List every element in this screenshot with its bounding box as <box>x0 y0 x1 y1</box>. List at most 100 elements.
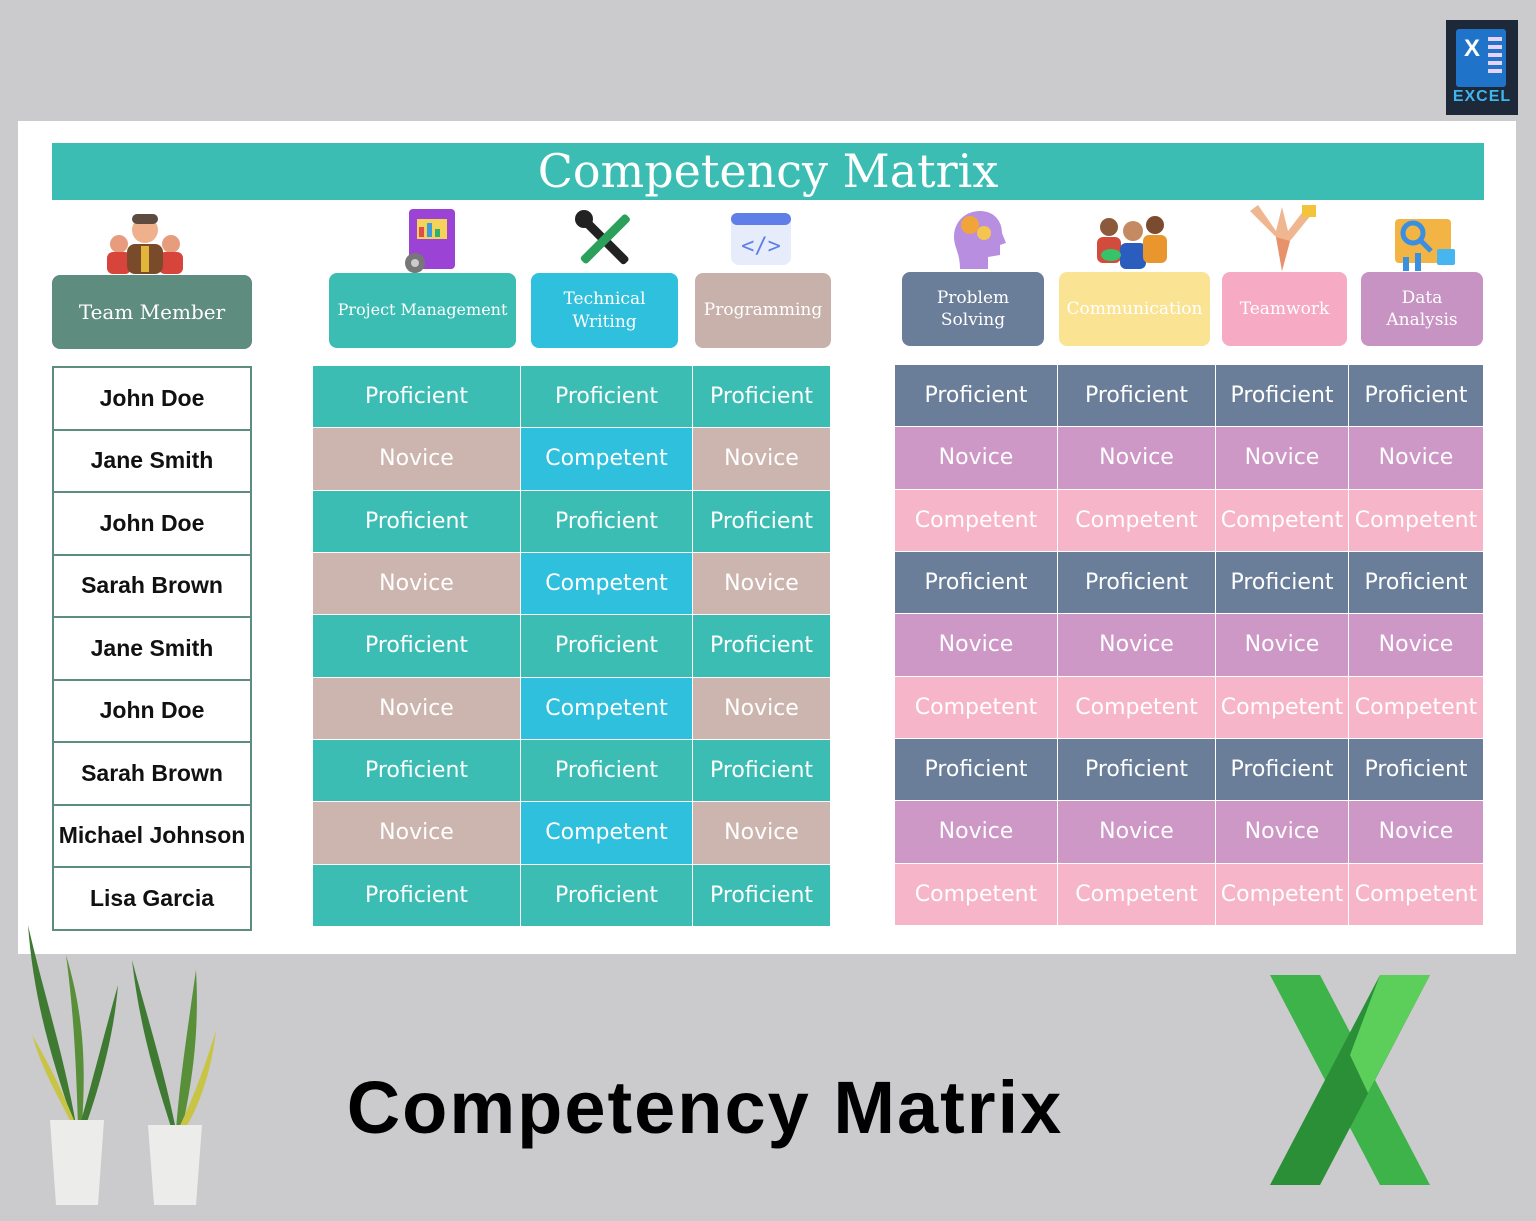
competency-cell[interactable]: Competent <box>1349 676 1484 739</box>
competency-cell[interactable]: Proficient <box>521 864 693 927</box>
document-chart-icon <box>390 205 470 287</box>
competency-cell[interactable]: Novice <box>895 614 1058 677</box>
competency-cell[interactable]: Novice <box>313 428 521 491</box>
competency-cell[interactable]: Proficient <box>1349 365 1484 428</box>
excel-badge: X EXCEL <box>1446 20 1518 115</box>
excel-badge-label: EXCEL <box>1452 88 1512 105</box>
competency-cell[interactable]: Proficient <box>895 738 1058 802</box>
competency-cell[interactable]: Proficient <box>895 365 1058 428</box>
competency-cell[interactable]: Proficient <box>521 615 693 678</box>
excel-x-logo-icon <box>1250 965 1450 1195</box>
competency-cell[interactable]: Novice <box>693 552 831 616</box>
competency-cell[interactable]: Competent <box>1216 863 1349 926</box>
bottom-title: Competency Matrix <box>346 1066 1064 1149</box>
competency-cell[interactable]: Proficient <box>693 366 831 429</box>
competency-cell[interactable]: Proficient <box>1216 551 1349 615</box>
competency-cell[interactable]: Proficient <box>1216 365 1349 428</box>
competency-cell[interactable]: Proficient <box>693 864 831 927</box>
competency-cell[interactable]: Proficient <box>1058 365 1216 428</box>
excel-x-letter: X <box>1463 35 1480 62</box>
competency-cell[interactable]: Novice <box>1349 614 1484 677</box>
team-member-name: John Doe <box>54 368 250 431</box>
team-member-name: Lisa Garcia <box>89 884 215 911</box>
competency-cell[interactable]: Proficient <box>895 551 1058 615</box>
competency-cell[interactable]: Novice <box>895 801 1058 864</box>
competency-cell[interactable]: Novice <box>1058 427 1216 490</box>
excel-file-icon: X <box>1456 29 1506 87</box>
competency-cell[interactable]: Proficient <box>313 739 521 803</box>
competency-cell[interactable]: Proficient <box>521 490 693 553</box>
competency-cell[interactable]: Proficient <box>1058 551 1216 615</box>
competency-cell[interactable]: Competent <box>1349 489 1484 552</box>
skill-header-communication: Communication <box>1059 272 1210 346</box>
competency-cell[interactable]: Proficient <box>693 615 831 678</box>
competency-cell[interactable]: Competent <box>521 802 693 865</box>
competency-cell[interactable]: Proficient <box>1349 738 1484 802</box>
team-member-name: John Doe <box>54 493 250 556</box>
competency-cell[interactable]: Proficient <box>521 739 693 803</box>
competency-cell[interactable]: Novice <box>313 677 521 740</box>
skill-header-problem-solving: Problem Solving <box>902 272 1044 346</box>
competency-cell[interactable]: Proficient <box>693 490 831 553</box>
competency-cell[interactable]: Novice <box>693 677 831 740</box>
competency-cell[interactable]: Proficient <box>1216 738 1349 802</box>
competency-cell[interactable]: Competent <box>521 552 693 616</box>
team-member-header: Team Member <box>52 275 252 349</box>
code-window-icon: </> <box>720 205 800 287</box>
competency-cell[interactable]: Novice <box>693 802 831 865</box>
plant-decoration-right <box>120 950 220 1210</box>
skill-header-data-analysis: Data Analysis <box>1361 272 1483 346</box>
skill-header-programming: Programming <box>695 273 831 348</box>
competency-cell[interactable]: Competent <box>1058 676 1216 739</box>
skill-header-technical-writing: Technical Writing <box>531 273 678 348</box>
skill-header-project-management: Project Management <box>329 273 516 348</box>
competency-cell[interactable]: Proficient <box>313 490 521 553</box>
competency-cell[interactable]: Proficient <box>693 739 831 803</box>
plant-decoration-left <box>14 915 124 1210</box>
competency-cell[interactable]: Competent <box>1058 863 1216 926</box>
analytics-board-icon <box>1383 205 1463 287</box>
competency-cell[interactable]: Competent <box>1216 676 1349 739</box>
competency-cell[interactable]: Competent <box>895 489 1058 552</box>
competency-cell[interactable]: Competent <box>1058 489 1216 552</box>
competency-cell[interactable]: Novice <box>1058 801 1216 864</box>
competency-cell[interactable]: Novice <box>1349 427 1484 490</box>
svg-text:</>: </> <box>741 234 781 259</box>
competency-cell[interactable]: Competent <box>895 676 1058 739</box>
competency-cell[interactable]: Novice <box>313 552 521 616</box>
team-member-name: John Doe <box>54 681 250 743</box>
competency-cell[interactable]: Novice <box>693 428 831 491</box>
team-member-name: Michael Johnson <box>54 806 250 868</box>
tools-icon <box>565 205 645 287</box>
skill-header-teamwork: Teamwork <box>1222 272 1347 346</box>
competency-cell[interactable]: Proficient <box>1349 551 1484 615</box>
team-member-name: Jane Smith <box>54 618 250 681</box>
competency-cell[interactable]: Proficient <box>521 366 693 429</box>
competency-cell[interactable]: Competent <box>1349 863 1484 926</box>
competency-cell[interactable]: Novice <box>895 427 1058 490</box>
competency-cell[interactable]: Proficient <box>1058 738 1216 802</box>
competency-cell[interactable]: Proficient <box>313 864 521 927</box>
head-gears-icon <box>935 203 1015 285</box>
competency-cell[interactable]: Novice <box>1216 801 1349 864</box>
competency-cell[interactable]: Competent <box>521 428 693 491</box>
team-member-name: Sarah Brown <box>54 556 250 618</box>
page-title: Competency Matrix <box>52 143 1484 200</box>
competency-cell[interactable]: Competent <box>895 863 1058 926</box>
competency-cell[interactable]: Novice <box>1216 427 1349 490</box>
competency-cell[interactable]: Proficient <box>313 615 521 678</box>
competency-cell[interactable]: Novice <box>313 802 521 865</box>
competency-cell[interactable]: Novice <box>1216 614 1349 677</box>
people-chat-icon <box>1093 203 1173 285</box>
competency-cell[interactable]: Competent <box>521 677 693 740</box>
competency-cell[interactable]: Novice <box>1349 801 1484 864</box>
hands-together-icon <box>1242 201 1322 285</box>
competency-cell[interactable]: Proficient <box>313 366 521 429</box>
competency-cell[interactable]: Competent <box>1216 489 1349 552</box>
competency-cell[interactable]: Novice <box>1058 614 1216 677</box>
team-member-name: Sarah Brown <box>54 743 250 806</box>
team-people-icon <box>105 208 185 286</box>
